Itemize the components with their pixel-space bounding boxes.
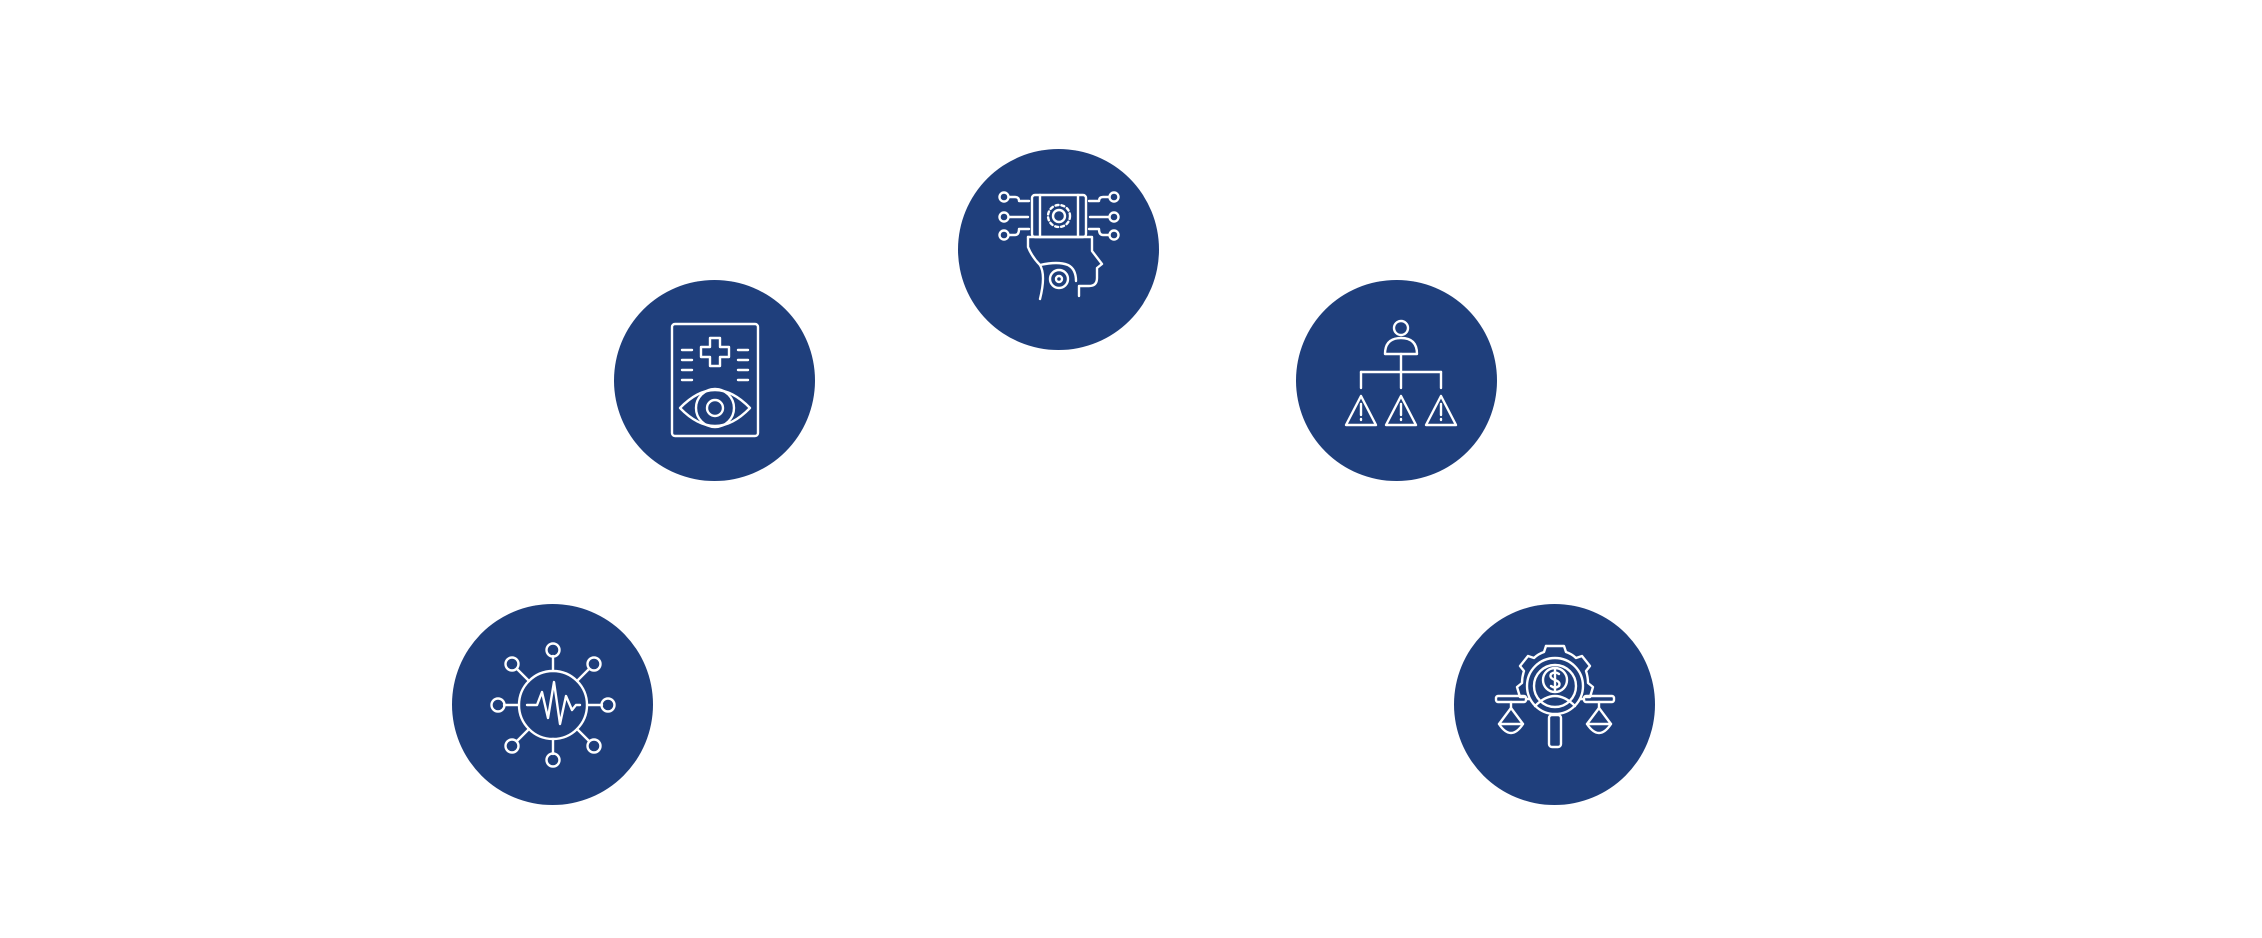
network-pulse-node	[452, 604, 653, 805]
financial-justice-search-icon	[1494, 644, 1615, 748]
hierarchy-risk-node	[1296, 280, 1497, 481]
network-pulse-icon	[489, 641, 616, 768]
medical-eye-report-node	[614, 280, 815, 481]
ai-head-circuit-node	[958, 149, 1159, 350]
ai-head-circuit-icon	[997, 190, 1120, 300]
hierarchy-risk-icon	[1344, 319, 1457, 426]
medical-eye-report-icon	[670, 322, 759, 437]
financial-justice-search-node	[1454, 604, 1655, 805]
